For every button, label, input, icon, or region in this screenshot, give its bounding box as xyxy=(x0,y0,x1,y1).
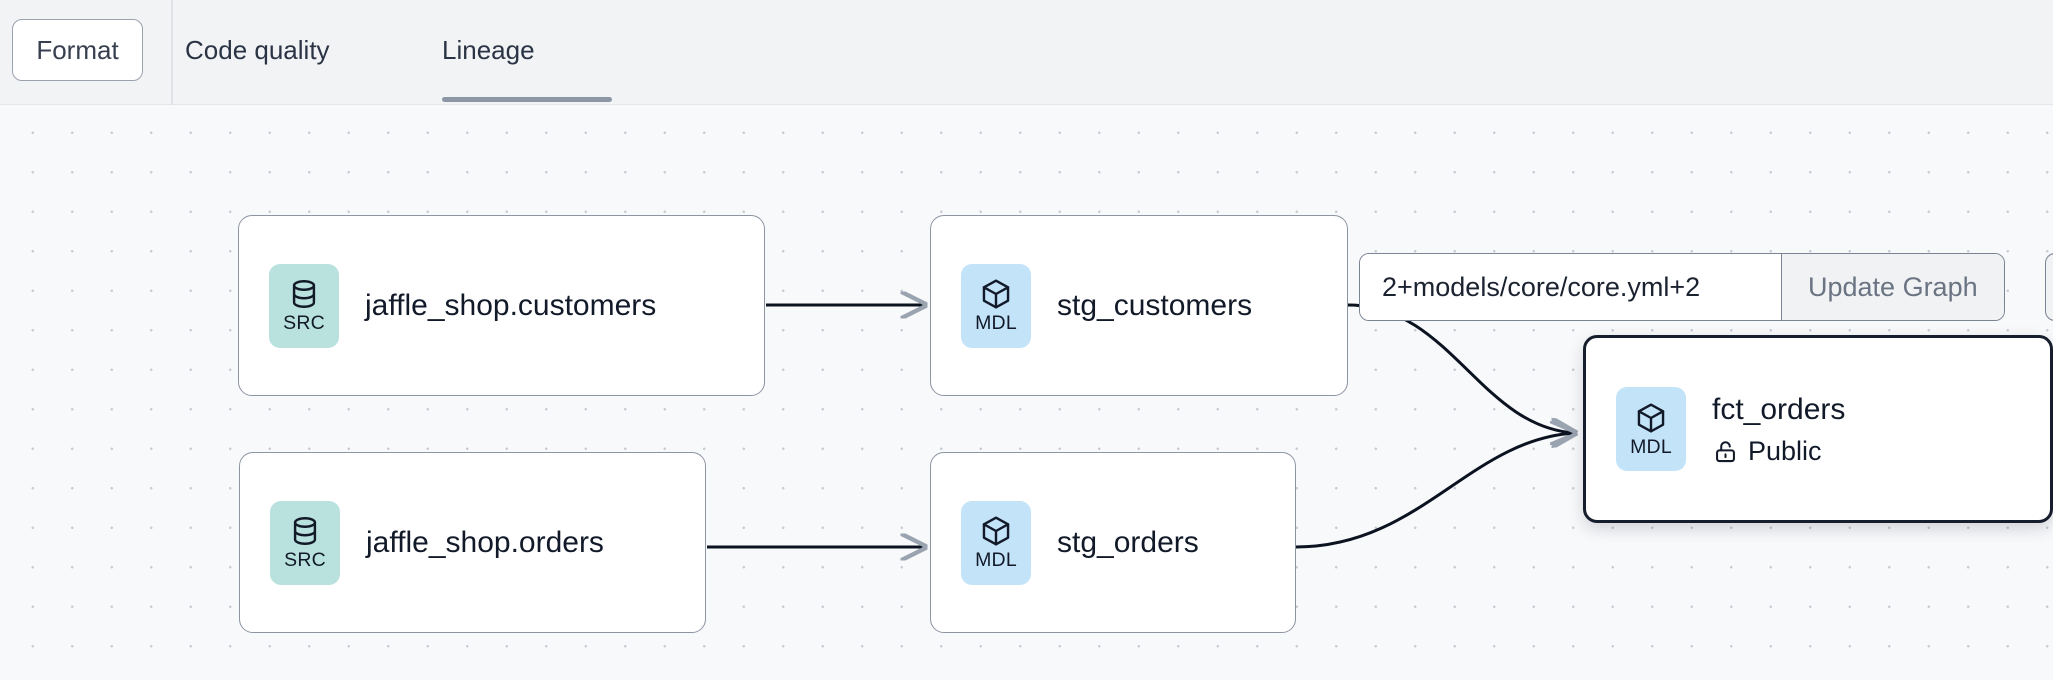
format-button[interactable]: Format xyxy=(12,19,143,81)
node-access-meta: Public xyxy=(1712,435,1845,467)
cube-icon xyxy=(982,516,1010,546)
node-title: fct_orders xyxy=(1712,393,1846,426)
lineage-canvas[interactable]: SRC jaffle_shop.customers MDL stg_custom… xyxy=(0,105,2053,680)
node-body: jaffle_shop.orders xyxy=(366,524,604,562)
lineage-node-jaffle-shop-orders[interactable]: SRC jaffle_shop.orders xyxy=(239,452,706,633)
node-body: stg_orders xyxy=(1057,524,1199,562)
node-type-badge-mdl: MDL xyxy=(1616,387,1686,471)
tab-code-quality-label: Code quality xyxy=(185,35,330,65)
node-type-badge-src: SRC xyxy=(269,263,339,348)
node-type-badge-label: MDL xyxy=(1630,435,1672,458)
graph-selector-input[interactable] xyxy=(1360,254,1781,320)
tab-active-underline xyxy=(442,97,612,102)
lineage-node-stg-customers[interactable]: MDL stg_customers xyxy=(930,215,1348,396)
node-title: stg_orders xyxy=(1057,525,1199,559)
lineage-node-fct-orders[interactable]: MDL fct_orders Public xyxy=(1583,335,2053,523)
graph-selector-control: Update Graph xyxy=(1359,253,2005,321)
graph-options-button[interactable] xyxy=(2045,253,2053,321)
node-type-badge-src: SRC xyxy=(270,500,340,585)
edge-stg-orders-to-fct-orders xyxy=(1295,433,1575,549)
cube-icon xyxy=(982,279,1010,309)
unlock-icon xyxy=(1716,440,1735,462)
database-icon xyxy=(292,280,316,308)
node-body: stg_customers xyxy=(1057,287,1252,325)
node-body: jaffle_shop.customers xyxy=(365,287,656,325)
node-type-badge-label: SRC xyxy=(283,312,325,334)
node-type-badge-mdl: MDL xyxy=(961,263,1031,348)
cube-icon xyxy=(1637,402,1665,433)
node-body: fct_orders Public xyxy=(1712,391,1845,467)
database-icon xyxy=(293,517,317,545)
lineage-node-jaffle-shop-customers[interactable]: SRC jaffle_shop.customers xyxy=(238,215,765,396)
node-type-badge-mdl: MDL xyxy=(961,500,1031,585)
node-type-badge-label: SRC xyxy=(284,549,326,571)
node-title: jaffle_shop.customers xyxy=(365,288,657,322)
node-title: stg_customers xyxy=(1057,288,1253,322)
node-title: jaffle_shop.orders xyxy=(366,525,604,559)
node-type-badge-label: MDL xyxy=(975,312,1017,334)
edge-stg-customers-to-fct-orders xyxy=(1347,303,1575,433)
editor-toolbar: Format Code quality Lineage xyxy=(0,0,2053,105)
node-access-label: Public xyxy=(1748,436,1822,466)
update-graph-button[interactable]: Update Graph xyxy=(1781,254,2004,320)
toolbar-divider xyxy=(171,0,173,105)
node-type-badge-label: MDL xyxy=(975,549,1017,571)
lineage-node-stg-orders[interactable]: MDL stg_orders xyxy=(930,452,1296,633)
tab-lineage-label: Lineage xyxy=(442,35,535,65)
